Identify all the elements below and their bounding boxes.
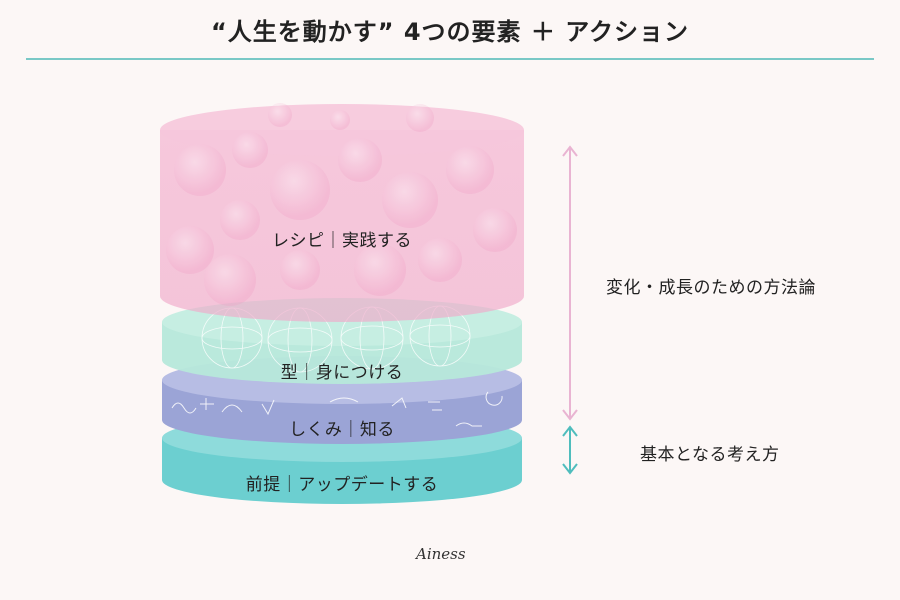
layer-label-mechanism: しくみ｜知る — [289, 420, 395, 440]
range-arrow-lower — [562, 425, 578, 475]
range-arrow-upper — [562, 145, 578, 421]
side-label-fundamentals: 基本となる考え方 — [640, 445, 780, 465]
page-title: “人生を動かす” 4つの要素 ＋ アクション — [210, 18, 690, 46]
side-label-methodology: 変化・成長のための方法論 — [606, 278, 816, 298]
layer-label-premise: 前提｜アップデートする — [245, 475, 439, 495]
formula-scribbles — [171, 391, 503, 427]
bubble-pattern — [166, 103, 517, 306]
wire-spheres — [201, 305, 471, 373]
brand-signature: Ainess — [416, 545, 466, 563]
title-divider — [26, 58, 874, 60]
layer-label-recipe: レシピ｜実践する — [272, 231, 412, 251]
layer-label-form: 型｜身につける — [280, 363, 404, 383]
layer-recipe — [160, 103, 524, 322]
